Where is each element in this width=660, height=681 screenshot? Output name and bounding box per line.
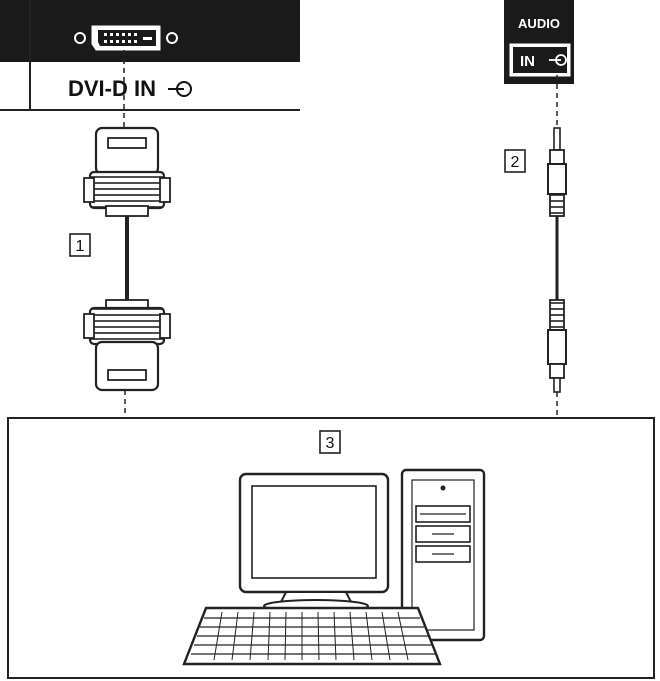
- audio-plug-icon: [547, 127, 567, 217]
- pc-tower-icon: [400, 468, 486, 642]
- callout-3: 3: [319, 430, 341, 454]
- audio-panel: AUDIO IN: [504, 0, 574, 84]
- audio-plug-icon: [547, 299, 567, 393]
- dvi-panel: DVI-D IN: [0, 0, 300, 111]
- keyboard-icon: [182, 606, 442, 666]
- audio-in-label: IN: [520, 53, 535, 70]
- dvi-connector-icon: [83, 299, 171, 392]
- audio-cable: [547, 127, 567, 418]
- dvi-port-icon[interactable]: [74, 25, 178, 51]
- callout-2: 2: [504, 149, 526, 173]
- callout-1-text: 1: [76, 238, 85, 255]
- callout-2-text: 2: [511, 154, 520, 171]
- dvi-cable: [83, 126, 171, 418]
- callout-1: 1: [69, 233, 91, 257]
- input-arrow-icon: [549, 54, 567, 66]
- callout-3-text: 3: [326, 435, 335, 452]
- monitor-icon: [238, 472, 390, 613]
- input-arrow-icon: [168, 81, 192, 97]
- audio-label: AUDIO: [518, 16, 560, 31]
- computer-box: 3: [7, 417, 655, 679]
- dvi-connector-icon: [83, 126, 171, 217]
- dvi-label: DVI-D IN: [68, 76, 156, 101]
